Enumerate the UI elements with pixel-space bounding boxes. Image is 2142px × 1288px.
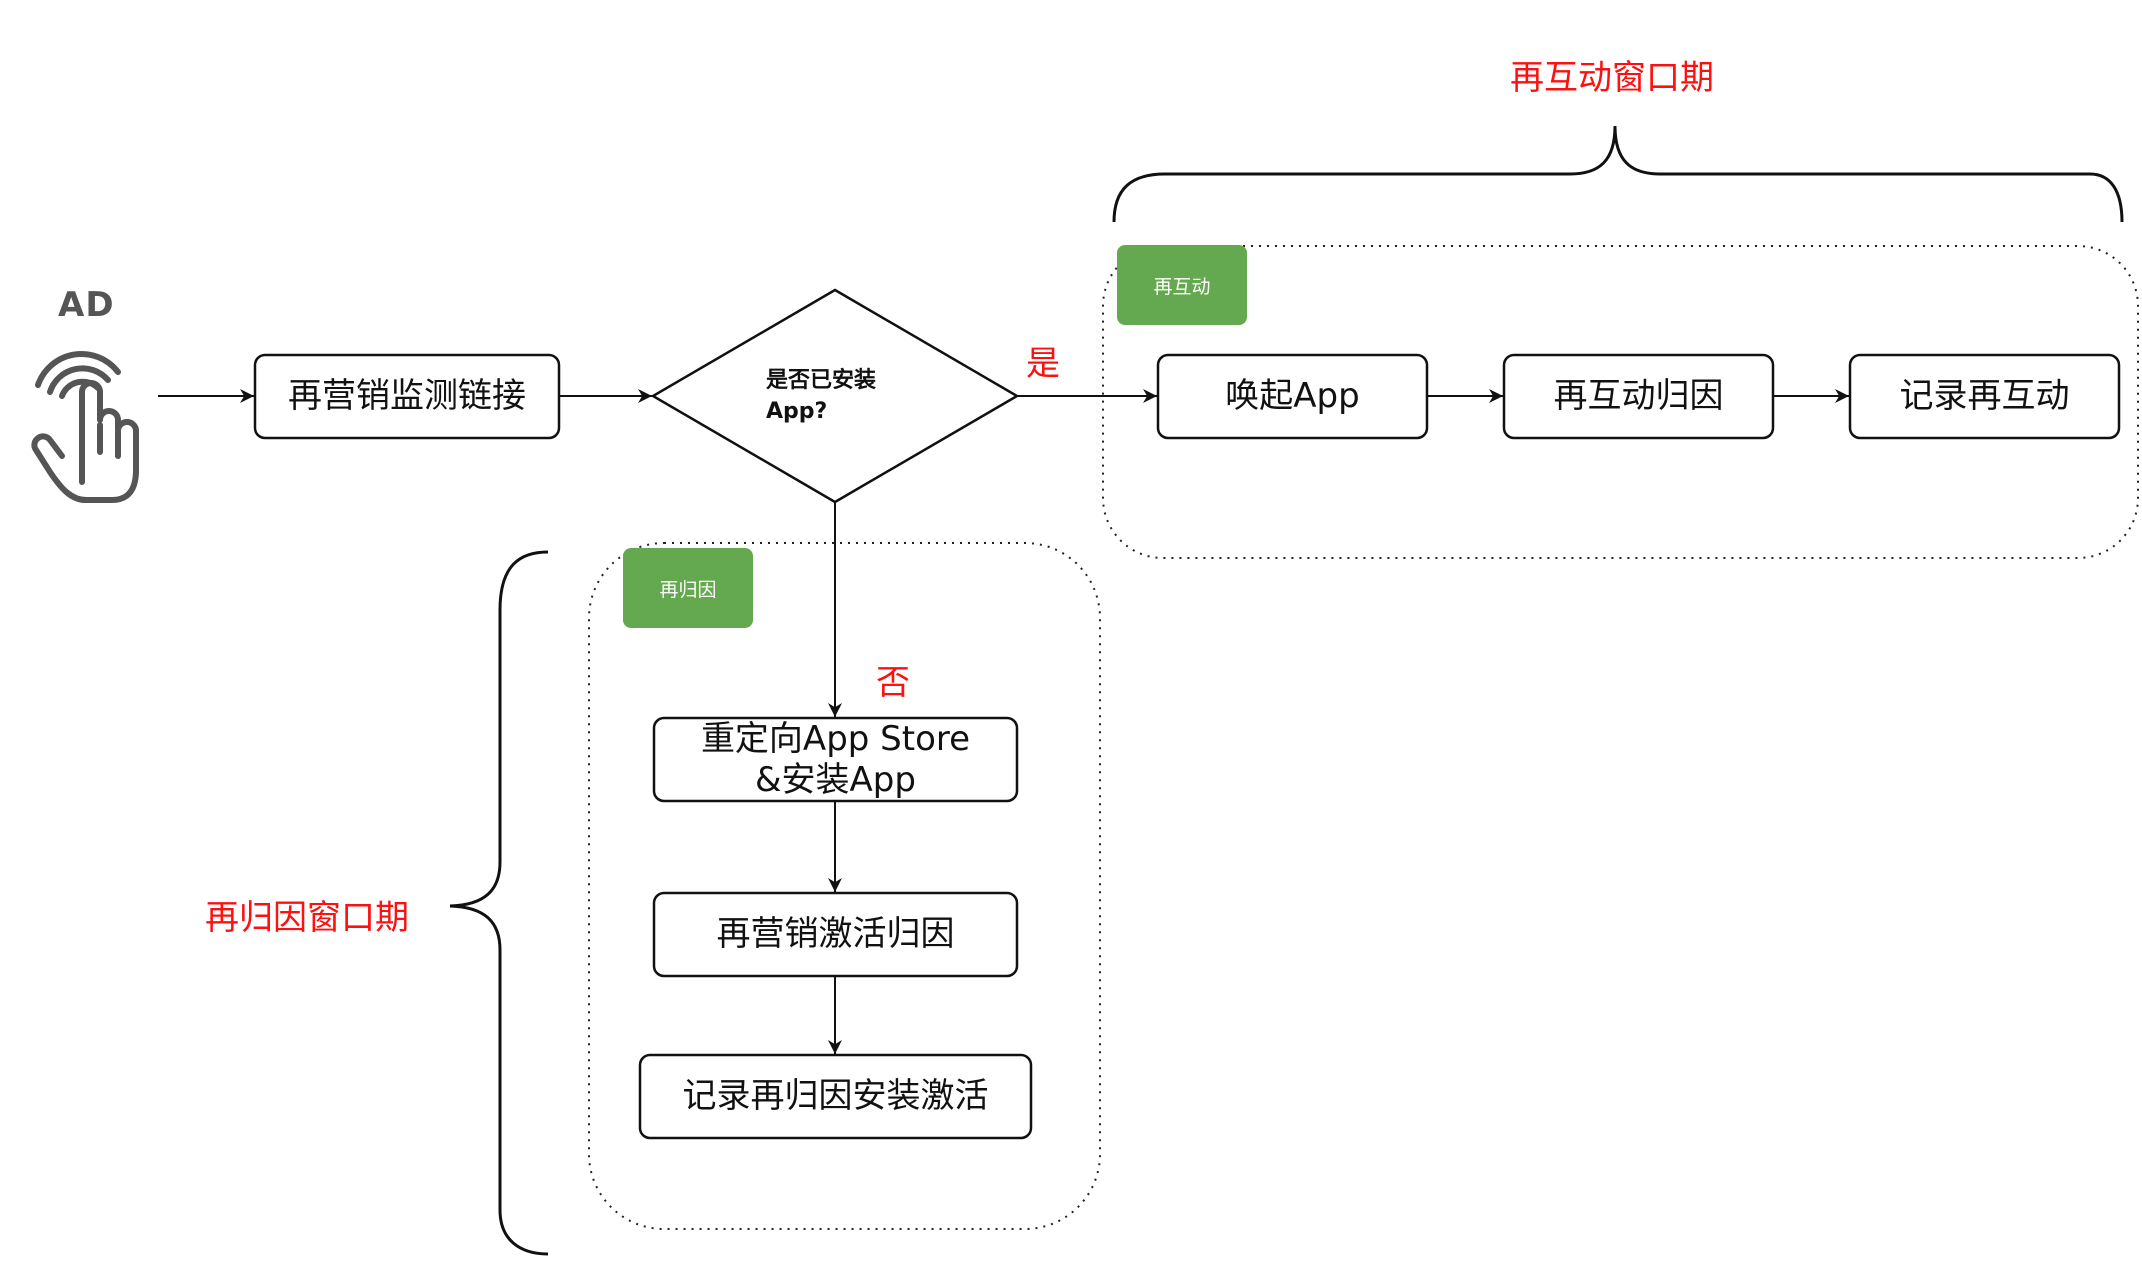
record-reengage-box[interactable] [1848,353,2121,440]
record-reattrib-box[interactable] [638,1053,1033,1140]
decision-line1: 是否已安装 [766,368,877,393]
reattrib-window-brace [449,550,549,1256]
reengage-attribution-label: 再互动归因 [1553,376,1724,416]
tap-hand-icon [31,351,140,503]
reengage-window-brace [1112,125,2124,223]
reattrib-window-label: 再归因窗口期 [205,898,409,938]
reattrib-tag: 再归因 [623,548,753,628]
launch-app-label: 唤起App [1225,376,1360,416]
install-decision-text: 是否已安装 App? [766,365,876,427]
reengage-tag: 再互动 [1117,245,1247,325]
ad-label: AD [58,285,115,325]
redirect-line1: 重定向App Store [700,718,971,759]
no-label: 否 [876,663,910,703]
activation-attribution-label: 再营销激活归因 [716,914,955,954]
reattrib-zone [588,542,1101,1230]
redirect-line2: &安装App [755,759,916,800]
record-reengage-label: 记录再互动 [1899,376,2070,416]
reengage-zone [1102,245,2139,559]
yes-label: 是 [1026,344,1060,384]
monitor-link-label: 再营销监测链接 [288,376,526,416]
redirect-install-label: 重定向App Store &安装App [654,718,1017,801]
reengage-window-label: 再互动窗口期 [1510,58,1714,98]
decision-line2: App? [766,399,828,424]
record-reattrib-label: 记录再归因安装激活 [682,1076,989,1116]
